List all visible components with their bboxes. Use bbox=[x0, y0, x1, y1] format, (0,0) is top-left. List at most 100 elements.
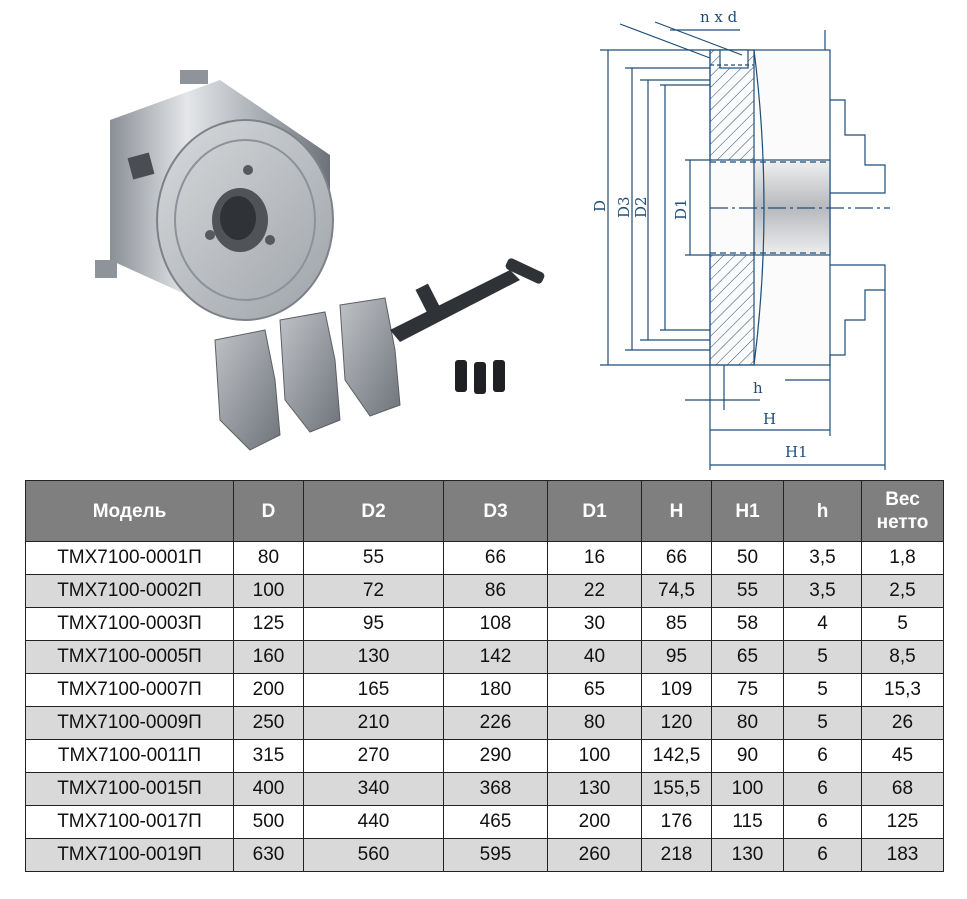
header-d: D bbox=[233, 480, 304, 542]
table-cell: 66 bbox=[443, 541, 548, 575]
header-d2: D2 bbox=[303, 480, 444, 542]
table-cell: ТМХ7100-0009П bbox=[25, 706, 234, 740]
table-cell: 226 bbox=[443, 706, 548, 740]
table-cell: 65 bbox=[711, 640, 784, 674]
table-cell: 55 bbox=[711, 574, 784, 608]
table-cell: 400 bbox=[233, 772, 304, 806]
table-cell: 290 bbox=[443, 739, 548, 773]
table-cell: 2,5 bbox=[861, 574, 944, 608]
chuck-key bbox=[390, 258, 545, 342]
table-cell: 630 bbox=[233, 838, 304, 872]
table-cell: 95 bbox=[641, 640, 712, 674]
table-cell: 86 bbox=[443, 574, 548, 608]
table-cell: 8,5 bbox=[861, 640, 944, 674]
label-h: h bbox=[753, 379, 763, 397]
drawing-geometry bbox=[600, 21, 890, 470]
table-cell: ТМХ7100-0002П bbox=[25, 574, 234, 608]
header-d1: D1 bbox=[547, 480, 642, 542]
label-d3: D3 bbox=[615, 196, 633, 218]
label-d2: D2 bbox=[632, 196, 650, 218]
table-cell: 100 bbox=[711, 772, 784, 806]
table-cell: 142 bbox=[443, 640, 548, 674]
table-cell: 6 bbox=[783, 739, 862, 773]
chuck-body bbox=[95, 70, 334, 321]
table-cell: 176 bbox=[641, 805, 712, 839]
table-cell: 45 bbox=[861, 739, 944, 773]
table-cell: 100 bbox=[233, 574, 304, 608]
table-cell: ТМХ7100-0005П bbox=[25, 640, 234, 674]
table-cell: 218 bbox=[641, 838, 712, 872]
table-cell: 5 bbox=[783, 673, 862, 707]
table-cell: 340 bbox=[303, 772, 444, 806]
table-cell: 260 bbox=[547, 838, 642, 872]
table-cell: 5 bbox=[783, 640, 862, 674]
table-cell: 30 bbox=[547, 607, 642, 641]
table-cell: 160 bbox=[233, 640, 304, 674]
header-weight: Вес нетто bbox=[861, 480, 944, 542]
table-cell: 142,5 bbox=[641, 739, 712, 773]
table-cell: 75 bbox=[711, 673, 784, 707]
table-cell: 95 bbox=[303, 607, 444, 641]
table-cell: 250 bbox=[233, 706, 304, 740]
table-cell: ТМХ7100-0017П bbox=[25, 805, 234, 839]
table-cell: 100 bbox=[547, 739, 642, 773]
table-cell: 125 bbox=[861, 805, 944, 839]
label-H: H bbox=[763, 410, 776, 428]
table-cell: ТМХ7100-0007П bbox=[25, 673, 234, 707]
table-cell: ТМХ7100-0011П bbox=[25, 739, 234, 773]
table-cell: 210 bbox=[303, 706, 444, 740]
table-cell: 68 bbox=[861, 772, 944, 806]
table-cell: 3,5 bbox=[783, 541, 862, 575]
technical-drawing: n x d D D3 D2 D1 h H H1 bbox=[591, 8, 890, 470]
table-cell: ТМХ7100-0019П bbox=[25, 838, 234, 872]
table-cell: 440 bbox=[303, 805, 444, 839]
spec-table: Модель D D2 D3 D1 H H1 h Вес нетто ТМХ71… bbox=[25, 480, 944, 872]
table-cell: 16 bbox=[547, 541, 642, 575]
chuck-jaws bbox=[214, 297, 401, 451]
table-cell: 55 bbox=[303, 541, 444, 575]
table-cell: 130 bbox=[547, 772, 642, 806]
table-cell: 26 bbox=[861, 706, 944, 740]
table-cell: 65 bbox=[547, 673, 642, 707]
header-h1: H1 bbox=[711, 480, 784, 542]
table-cell: 80 bbox=[711, 706, 784, 740]
table-cell: 85 bbox=[641, 607, 712, 641]
table-cell: 120 bbox=[641, 706, 712, 740]
label-H1: H1 bbox=[785, 443, 808, 461]
table-cell: 50 bbox=[711, 541, 784, 575]
table-cell: 315 bbox=[233, 739, 304, 773]
table-cell: 115 bbox=[711, 805, 784, 839]
table-cell: 125 bbox=[233, 607, 304, 641]
table-cell: 6 bbox=[783, 772, 862, 806]
table-cell: 500 bbox=[233, 805, 304, 839]
table-cell: 155,5 bbox=[641, 772, 712, 806]
table-cell: 165 bbox=[303, 673, 444, 707]
table-cell: 200 bbox=[233, 673, 304, 707]
table-cell: 80 bbox=[547, 706, 642, 740]
table-cell: 5 bbox=[783, 706, 862, 740]
table-cell: 3,5 bbox=[783, 574, 862, 608]
table-header-row: Модель D D2 D3 D1 H H1 h Вес нетто bbox=[25, 480, 944, 542]
drawing-labels: n x d D D3 D2 D1 h H H1 bbox=[591, 8, 808, 461]
table-cell: 109 bbox=[641, 673, 712, 707]
header-h: H bbox=[641, 480, 712, 542]
table-cell: 6 bbox=[783, 838, 862, 872]
table-cell: 5 bbox=[861, 607, 944, 641]
table-cell: ТМХ7100-0015П bbox=[25, 772, 234, 806]
table-cell: 200 bbox=[547, 805, 642, 839]
table-cell: 595 bbox=[443, 838, 548, 872]
table-cell: 270 bbox=[303, 739, 444, 773]
table-cell: 4 bbox=[783, 607, 862, 641]
table-cell: 40 bbox=[547, 640, 642, 674]
table-cell: 74,5 bbox=[641, 574, 712, 608]
